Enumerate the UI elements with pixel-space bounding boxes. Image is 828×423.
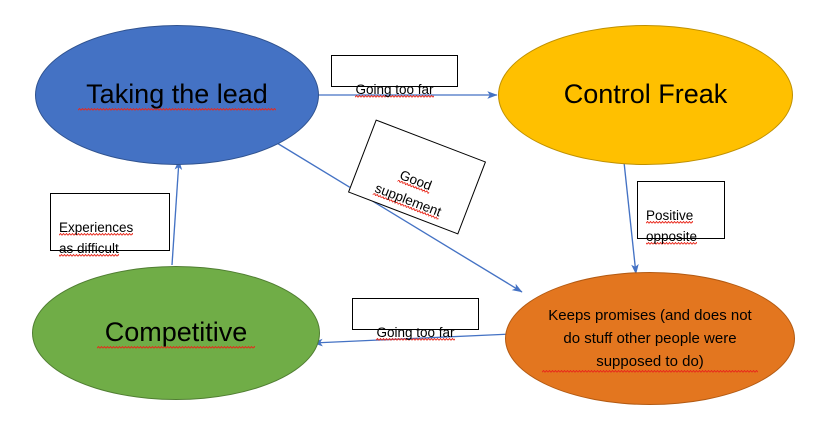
edge-label-positive-opposite[interactable]: Positive opposite: [637, 181, 725, 245]
edge-label-going-too-far-bottom[interactable]: Going too far: [352, 298, 479, 342]
node-keeps-promises[interactable]: Keeps promises (and does not do stuff ot…: [505, 272, 795, 405]
edge-control-freak-to-keeps-promises: [623, 161, 639, 275]
edge-label-experiences-as-difficult-text: Experiences as difficult: [59, 220, 134, 257]
edge-label-good-supplement[interactable]: Good supplement: [347, 119, 487, 235]
edge-label-going-too-far-top-text: Going too far: [355, 82, 434, 99]
node-competitive[interactable]: Competitive: [32, 266, 320, 400]
node-taking-the-lead[interactable]: Taking the lead: [35, 25, 319, 165]
node-competitive-label: Competitive: [96, 316, 256, 350]
edge-label-positive-opposite-text: Positive opposite: [646, 208, 698, 245]
node-control-freak[interactable]: Control Freak: [498, 25, 793, 165]
edge-label-good-supplement-text: Good supplement: [372, 167, 444, 220]
node-control-freak-label: Control Freak: [563, 79, 728, 110]
node-keeps-promises-label: Keeps promises (and does not do stuff ot…: [542, 303, 758, 374]
node-taking-the-lead-label: Taking the lead: [78, 78, 276, 112]
edge-label-going-too-far-top[interactable]: Going too far: [331, 55, 458, 99]
edge-competitive-to-lead: [171, 159, 183, 266]
edge-label-experiences-as-difficult[interactable]: Experiences as difficult: [50, 193, 170, 257]
edge-label-going-too-far-bottom-text: Going too far: [376, 325, 455, 342]
